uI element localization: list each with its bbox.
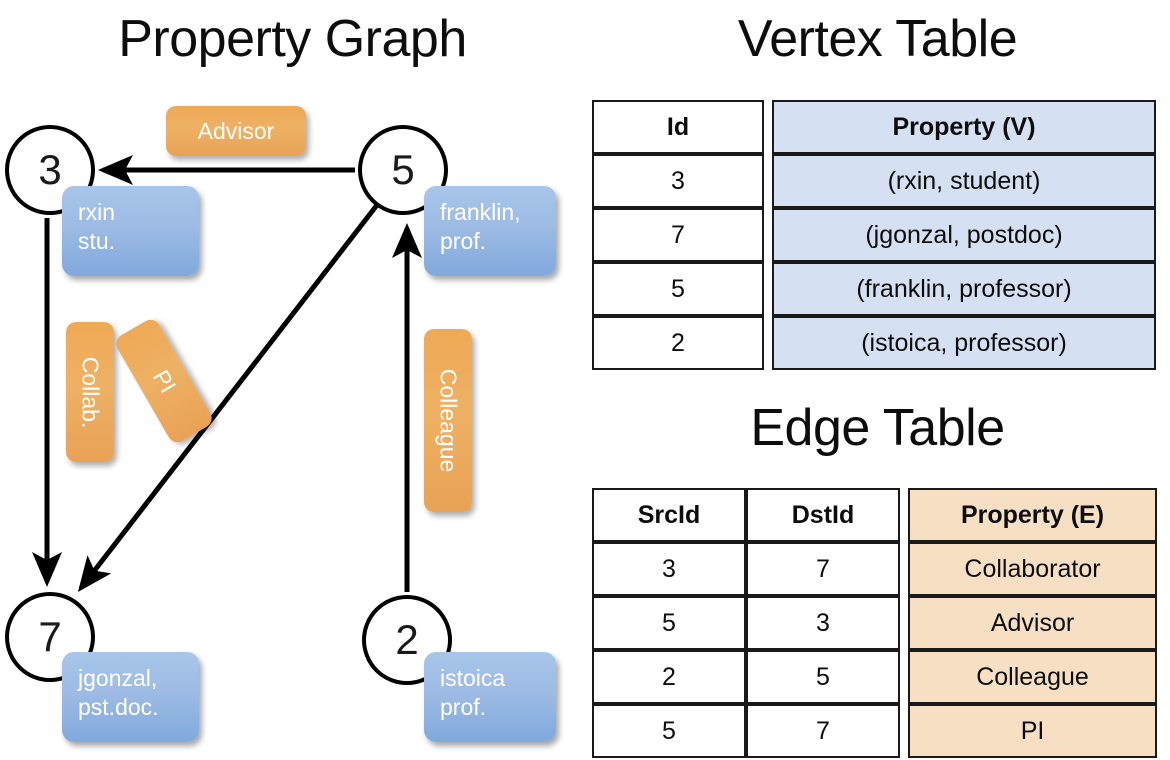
vertex-cell-id: 5 (592, 262, 764, 316)
table-header-row: SrcId DstId Property (E) (592, 488, 1157, 542)
table-row: 5 3 Advisor (592, 596, 1157, 650)
node-property-box-istoica: istoica prof. (424, 652, 556, 742)
node-property-box-rxin: rxin stu. (62, 186, 199, 276)
edge-cell-property: Colleague (908, 650, 1157, 704)
edge-table-header-srcid: SrcId (592, 488, 746, 542)
vertex-table: Id Property (V) 3 (rxin, student) 7 (jgo… (592, 100, 1156, 370)
edge-label-collab: Collab. (66, 322, 114, 462)
table-row: 2 5 Colleague (592, 650, 1157, 704)
edge-cell-dstid: 5 (746, 650, 900, 704)
table-row: 5 (franklin, professor) (592, 262, 1156, 316)
table-row: 5 7 PI (592, 704, 1157, 758)
table-header-row: Id Property (V) (592, 100, 1156, 154)
edge-table-header-dstid: DstId (746, 488, 900, 542)
edge-label-colleague: Colleague (424, 329, 472, 512)
column-gap (900, 596, 908, 650)
vertex-cell-id: 2 (592, 316, 764, 370)
vertex-cell-property: (rxin, student) (772, 154, 1156, 208)
edge-label-collab-text: Collab. (77, 356, 104, 428)
edge-cell-property: PI (908, 704, 1157, 758)
edge-label-advisor-text: Advisor (197, 117, 275, 144)
property-graph-canvas: 3 5 7 2 rxin stu. franklin, prof. jgonza… (5, 106, 556, 742)
edge-cell-srcid: 3 (592, 542, 746, 596)
edge-cell-property: Collaborator (908, 542, 1157, 596)
column-gap (764, 208, 772, 262)
node-property-box-jgonzal: jgonzal, pst.doc. (62, 652, 199, 742)
edge-cell-srcid: 2 (592, 650, 746, 704)
edge-5-to-7 (77, 203, 379, 592)
vertex-cell-id: 3 (592, 154, 764, 208)
column-gap (764, 316, 772, 370)
vertex-table-header-id: Id (592, 100, 764, 154)
edge-label-advisor: Advisor (166, 106, 306, 156)
edge-cell-dstid: 7 (746, 542, 900, 596)
column-gap (900, 650, 908, 704)
vertex-cell-id: 7 (592, 208, 764, 262)
vertex-cell-property: (jgonzal, postdoc) (772, 208, 1156, 262)
vertex-table-header-property: Property (V) (772, 100, 1156, 154)
column-gap (900, 488, 908, 542)
graph-edges-layer (32, 155, 422, 592)
table-row: 3 7 Collaborator (592, 542, 1157, 596)
column-gap (764, 154, 772, 208)
column-gap (764, 262, 772, 316)
vertex-cell-property: (istoica, professor) (772, 316, 1156, 370)
column-gap (764, 100, 772, 154)
vertex-cell-property: (franklin, professor) (772, 262, 1156, 316)
node-property-box-franklin: franklin, prof. (424, 186, 556, 276)
edge-cell-dstid: 7 (746, 704, 900, 758)
edge-label-colleague-text: Colleague (435, 368, 462, 473)
page-title-property-graph: Property Graph (118, 10, 467, 68)
graph-node-5[interactable]: 5 (358, 125, 448, 215)
graph-node-2[interactable]: 2 (362, 595, 452, 685)
edge-label-pi-text: PI (147, 364, 182, 397)
edge-cell-srcid: 5 (592, 596, 746, 650)
table-row: 2 (istoica, professor) (592, 316, 1156, 370)
edge-cell-property: Advisor (908, 596, 1157, 650)
edge-table: SrcId DstId Property (E) 3 7 Collaborato… (592, 488, 1157, 758)
column-gap (900, 542, 908, 596)
table-row: 3 (rxin, student) (592, 154, 1156, 208)
column-gap (900, 704, 908, 758)
edge-cell-srcid: 5 (592, 704, 746, 758)
page-title-vertex-table: Vertex Table (737, 10, 1018, 68)
edge-table-header-property: Property (E) (908, 488, 1157, 542)
edge-cell-dstid: 3 (746, 596, 900, 650)
table-row: 7 (jgonzal, postdoc) (592, 208, 1156, 262)
page-title-edge-table: Edge Table (750, 399, 1005, 457)
